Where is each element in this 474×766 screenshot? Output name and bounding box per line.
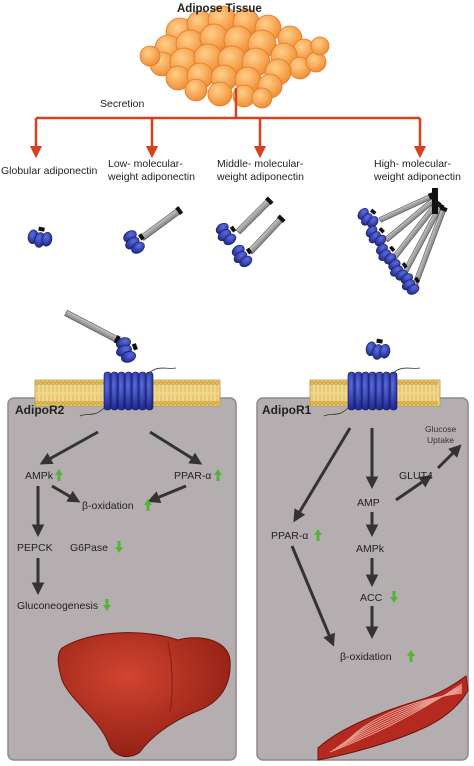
left-beta-oxidation-label: β-oxidation	[82, 500, 134, 512]
left-ampk-label: AMPk	[25, 470, 54, 482]
arrow-ampk-to-betaox	[51, 484, 81, 503]
middle-mw-label-line2: weight adiponectin	[217, 171, 304, 183]
high-mw-label-line1: High- molecular-	[374, 158, 452, 170]
adipor-receptor	[79, 367, 177, 417]
pepck-label: PEPCK	[17, 542, 53, 554]
arrow-ppar-to-betaox-r	[290, 545, 335, 647]
adipose-tissue-title: Adipose Tissue	[177, 3, 262, 15]
muscle-organ	[317, 675, 469, 761]
globular-head	[400, 273, 420, 295]
right-beta-oxidation-label: β-oxidation	[340, 651, 392, 663]
fat-cell	[251, 87, 273, 109]
glucose-uptake-line1: Glucose	[425, 424, 457, 434]
arrow-amp-to-glut4	[395, 475, 433, 502]
globular-head	[231, 244, 253, 268]
glucose-uptake-line2: Uptake	[427, 435, 454, 445]
acc-label: ACC	[360, 592, 383, 604]
globular-head	[116, 337, 138, 363]
middle-mw-label-line1: Middle- molecular-	[217, 158, 304, 170]
arrow-receptor-to-ppar-r	[293, 427, 352, 523]
fat-cell	[207, 81, 233, 107]
globular-label: Globular adiponectin	[1, 165, 98, 177]
arrow-receptor-to-ampk	[39, 430, 99, 465]
fat-cell	[305, 51, 327, 73]
indicators	[55, 469, 415, 662]
pathway-arrows	[31, 427, 462, 647]
secretion-label: Secretion	[100, 98, 145, 110]
amp-label: AMP	[357, 497, 380, 509]
glut4-label: GLUT4	[399, 470, 433, 482]
globular-head	[215, 222, 237, 246]
collagen-stalk	[139, 206, 184, 241]
hmw-hub	[432, 188, 438, 214]
secretion-tree	[29, 88, 427, 159]
collagen-stalk	[235, 196, 274, 235]
fat-cell	[184, 78, 208, 102]
gluconeogenesis-down-arrow	[103, 599, 111, 611]
globular-head	[365, 225, 387, 247]
fat-cell	[139, 45, 161, 67]
left-ppar-up-arrow	[214, 469, 222, 481]
high-mw-label-line2: weight adiponectin	[374, 171, 461, 183]
left-ppar-label: PPAR-α	[174, 470, 212, 482]
right-ampk-label: AMPk	[356, 543, 385, 555]
liver-organ	[57, 632, 231, 758]
globular-head	[357, 208, 379, 228]
right-ppar-up-arrow	[314, 529, 322, 541]
adipor2-label: AdipoR2	[15, 403, 65, 417]
left-ampk-up-arrow	[55, 469, 63, 481]
g6pase-label: G6Pase	[70, 542, 108, 554]
arrow-receptor-to-ppar	[149, 430, 203, 465]
fat-cell	[310, 36, 330, 56]
low-mw-label-line1: Low- molecular-	[108, 158, 183, 170]
globular-head	[27, 226, 53, 248]
membranes	[34, 367, 441, 417]
adiponectin-forms	[27, 188, 448, 295]
right-betaox-up-arrow	[407, 650, 415, 662]
adipor1-label: AdipoR1	[262, 403, 312, 417]
globular-head	[376, 243, 396, 265]
gluconeogenesis-label: Gluconeogenesis	[17, 600, 99, 612]
bound-ligands	[64, 309, 391, 363]
arrow-ppar-to-betaox	[147, 484, 187, 503]
collagen-stalk	[64, 309, 121, 345]
adipor-receptor	[323, 367, 421, 417]
globular-head	[365, 338, 391, 360]
acc-down-arrow	[390, 591, 398, 603]
right-ppar-label: PPAR-α	[271, 530, 309, 542]
left-betaox-up-arrow	[144, 499, 152, 511]
globular-head	[123, 230, 145, 254]
adipose-tissue-cluster	[139, 5, 330, 109]
low-mw-label-line2: weight adiponectin	[108, 171, 195, 183]
arrow-glut4-to-glucose	[436, 444, 462, 470]
g6pase-down-arrow	[115, 541, 123, 553]
